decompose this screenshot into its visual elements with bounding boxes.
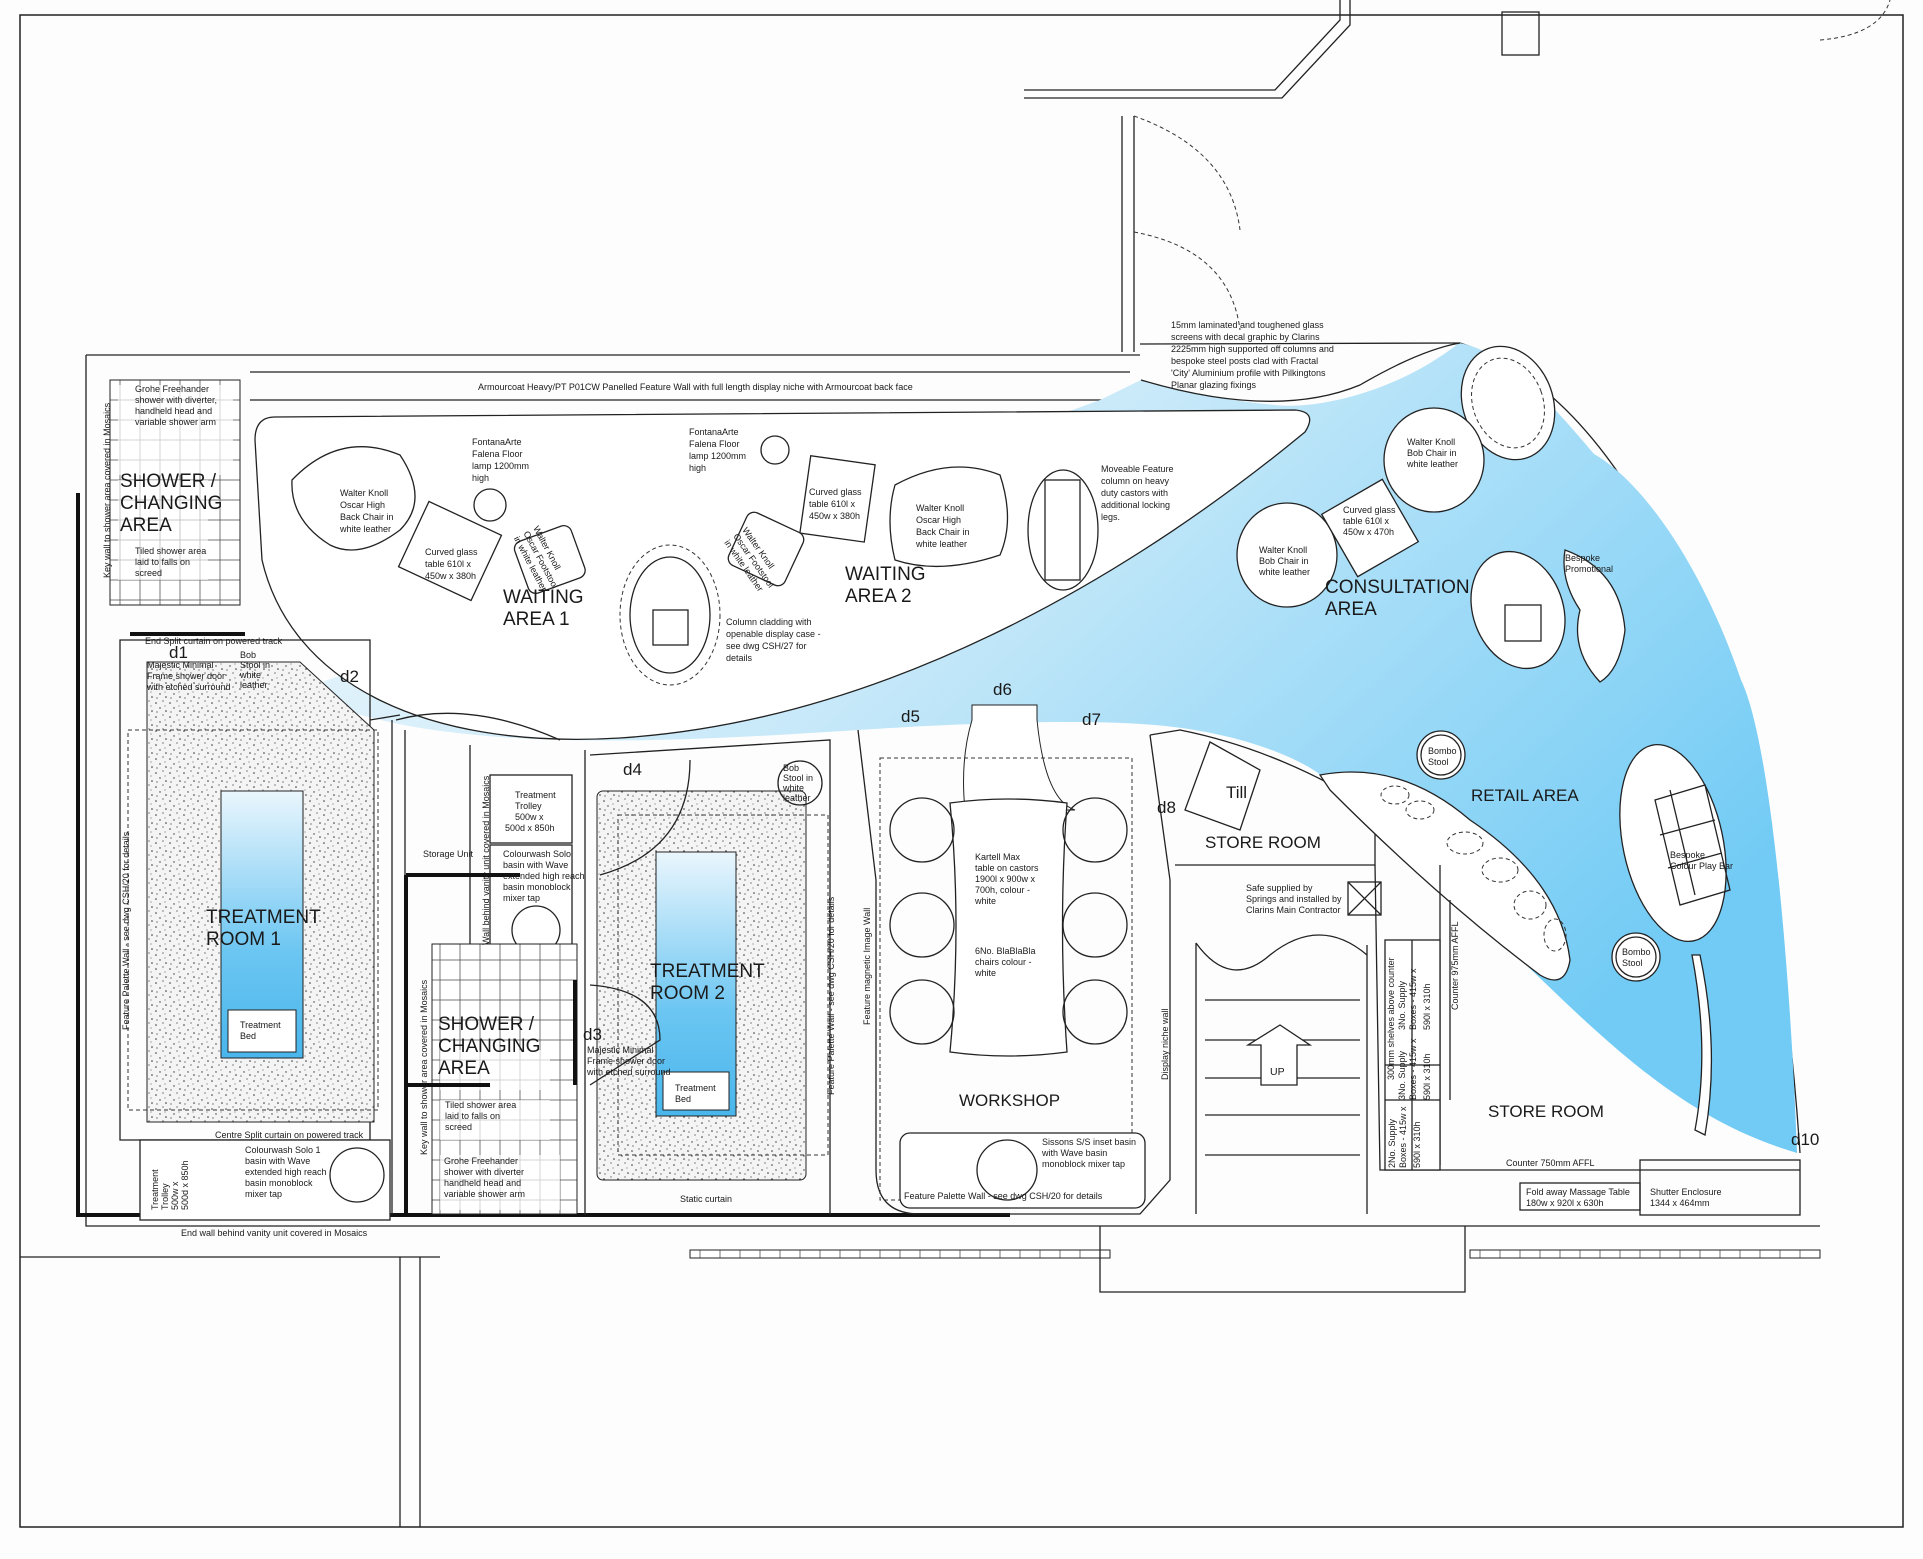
static-curtain-label: Static curtain <box>680 1194 732 1204</box>
retail-floor-area <box>300 343 1797 1153</box>
workshop-room <box>857 704 1171 1215</box>
building-walls <box>20 342 1821 1527</box>
counter-975-note: Counter 975mm AFFL <box>1450 921 1460 1010</box>
door-d10: d10 <box>1791 1130 1819 1149</box>
tr1-curtain-top: End Split curtain on powered track <box>145 636 283 646</box>
image-wall-note: Feature magnetic Image Wall <box>862 908 872 1025</box>
middle-rooms <box>391 720 586 1215</box>
shower1-key-wall: Key wall to shower area covered in Mosai… <box>102 402 112 578</box>
tr1-trolley-note: TreatmentTrolley 500w x500d x 850h <box>150 1160 190 1210</box>
door-d2: d2 <box>340 667 359 686</box>
waiting-furniture <box>291 435 1099 686</box>
store-room-upper <box>1149 729 1382 1214</box>
shower2-key-wall: Key wall to shower area covered in Mosai… <box>419 979 429 1155</box>
stairs-up-arrow-icon <box>1245 1024 1313 1086</box>
door-d1: d1 <box>169 643 188 662</box>
retail-fixtures <box>1236 345 1731 1136</box>
tr1-feature-wall: Feature Palette Wall - see dwg CSH/20 fo… <box>121 831 131 1030</box>
store-room-upper-title: STORE ROOM <box>1205 833 1321 852</box>
door-d4: d4 <box>623 760 642 779</box>
upper-building-outline <box>1024 0 1891 352</box>
store-room-lower-title: STORE ROOM <box>1488 1102 1604 1121</box>
door-d7: d7 <box>1082 710 1101 729</box>
glass-screen <box>1140 342 1461 402</box>
door-d8: d8 <box>1157 798 1176 817</box>
tr1-curtain-bottom: Centre Split curtain on powered track <box>215 1130 364 1140</box>
end-wall-note: End wall behind vanity unit covered in M… <box>181 1228 368 1238</box>
tr2-feature-wall: Feature Palette Wall - see dwg CSH/20 fo… <box>826 896 836 1095</box>
armourcoat-wall-note: Armourcoat Heavy/PT P01CW Panelled Featu… <box>478 382 913 392</box>
till-label: Till <box>1226 783 1247 802</box>
workshop-chairs <box>889 797 1128 1045</box>
display-niche-note: Display niche wall <box>1160 1008 1170 1080</box>
stairs-up-label: UP <box>1270 1066 1285 1078</box>
storage-unit-label: Storage Unit <box>423 849 474 859</box>
workshop-palette-wall: Feature Palette Wall - see dwg CSH/20 fo… <box>904 1191 1103 1201</box>
vanity-wall-note: Wall behind vanity unit covered in Mosai… <box>481 775 491 945</box>
door-d6: d6 <box>993 680 1012 699</box>
door-d5: d5 <box>901 707 920 726</box>
drawing-border <box>19 14 1904 1528</box>
treatment-room-2 <box>589 739 831 1215</box>
counter-750-note: Counter 750mm AFFL <box>1506 1158 1595 1168</box>
retail-title: RETAIL AREA <box>1471 786 1579 805</box>
shelves-note: 300mm shelves above counter <box>1386 957 1396 1080</box>
treatment-room-1 <box>119 639 561 1221</box>
door-d3: d3 <box>583 1025 602 1044</box>
store-room-lower <box>1374 864 1801 1216</box>
workshop-title: WORKSHOP <box>959 1091 1060 1110</box>
